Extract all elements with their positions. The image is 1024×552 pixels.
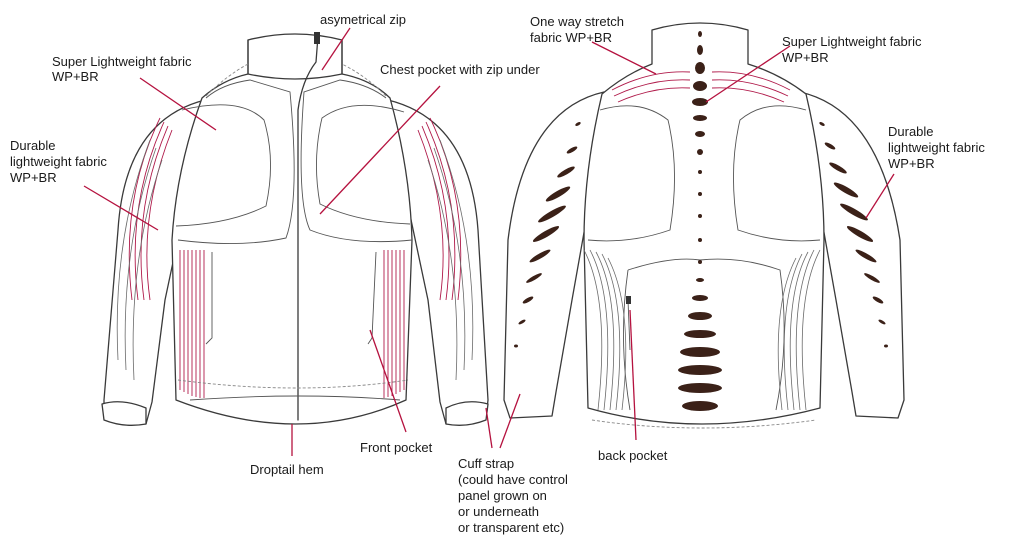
back-left-side-ribs [583, 249, 627, 411]
label-back-durable-3: WP+BR [888, 156, 935, 171]
back-right-sleeve-vents [819, 122, 888, 348]
label-front-super-light-1: Super Lightweight fabric [52, 54, 192, 69]
front-shoulder-stitch-right [341, 63, 387, 97]
leader-lines [83, 27, 895, 456]
front-right-sleeve-ribs [417, 117, 474, 381]
front-shoulder-stitch-left [205, 63, 249, 97]
leader-back-pocket [629, 309, 637, 441]
front-right-sleeve [387, 99, 489, 425]
label-cuff-strap-5: or transparent etc) [458, 520, 564, 535]
label-front-durable-3: WP+BR [10, 170, 57, 185]
back-hem-stitch [591, 419, 817, 429]
front-body [171, 33, 413, 425]
front-collar [247, 39, 343, 80]
label-cuff-strap-4: or underneath [458, 504, 539, 519]
front-left-chest-panel [175, 104, 271, 227]
front-right-yoke [300, 79, 413, 243]
label-cuff-strap-1: Cuff strap [458, 456, 514, 471]
front-left-side-ribs [179, 250, 205, 398]
leader-cuff-strap-a [485, 407, 493, 449]
label-chest-pocket: Chest pocket with zip under [380, 62, 540, 77]
front-left-yoke [177, 79, 295, 245]
leader-back-super-light [705, 45, 791, 103]
back-spine-vents [678, 31, 722, 411]
back-pocket-puller [626, 296, 631, 304]
front-left-cuff [101, 401, 147, 426]
back-lower-panel [627, 258, 785, 411]
leader-front-super-light [139, 77, 217, 131]
label-back-pocket: back pocket [598, 448, 668, 463]
back-right-yoke-panel [733, 105, 821, 242]
leader-front-pocket [369, 329, 407, 433]
back-shoulder-ribs [611, 71, 791, 103]
label-stretch-1: One way stretch [530, 14, 624, 29]
label-cuff-strap-3: panel grown on [458, 488, 547, 503]
front-right-side-ribs [383, 250, 405, 398]
back-right-sleeve [799, 91, 905, 419]
front-right-pocket-zip [367, 251, 377, 345]
zip-puller [314, 32, 320, 44]
leader-asym-zip [321, 27, 351, 71]
label-back-super-light-2: WP+BR [782, 50, 829, 65]
leader-chest-pocket [319, 85, 441, 215]
label-back-super-light-1: Super Lightweight fabric [782, 34, 922, 49]
back-left-sleeve [503, 91, 605, 419]
front-droptail-hem [189, 395, 401, 401]
label-asym-zip: asymetrical zip [320, 12, 406, 27]
label-front-pocket: Front pocket [360, 440, 433, 455]
label-front-durable-1: Durable [10, 138, 56, 153]
back-pocket-zip [627, 299, 631, 351]
leader-stretch [591, 41, 657, 75]
label-back-durable-2: lightweight fabric [888, 140, 985, 155]
leader-front-durable [83, 185, 159, 231]
front-right-chest-panel [316, 104, 411, 225]
back-body [583, 22, 825, 425]
front-left-sleeve-ribs [116, 117, 173, 381]
back-right-side-ribs [777, 249, 821, 411]
front-jacket [101, 32, 489, 426]
label-cuff-strap-2: (could have control [458, 472, 568, 487]
front-hem-stitch [177, 379, 409, 389]
label-stretch-2: fabric WP+BR [530, 30, 612, 45]
front-zip [297, 35, 319, 421]
leader-cuff-strap-b [499, 393, 521, 449]
label-front-durable-2: lightweight fabric [10, 154, 107, 169]
back-left-sleeve-vents [514, 122, 581, 348]
back-jacket [503, 22, 905, 429]
callout-labels: asymetrical zip Super Lightweight fabric… [10, 12, 985, 535]
label-front-super-light-2: WP+BR [52, 69, 99, 84]
label-droptail: Droptail hem [250, 462, 324, 477]
back-left-yoke-panel [587, 105, 675, 242]
leader-back-durable [865, 173, 895, 219]
back-lower-panel-left [623, 269, 631, 411]
front-left-pocket-zip [205, 252, 213, 345]
front-right-cuff [445, 401, 489, 426]
label-back-durable-1: Durable [888, 124, 934, 139]
